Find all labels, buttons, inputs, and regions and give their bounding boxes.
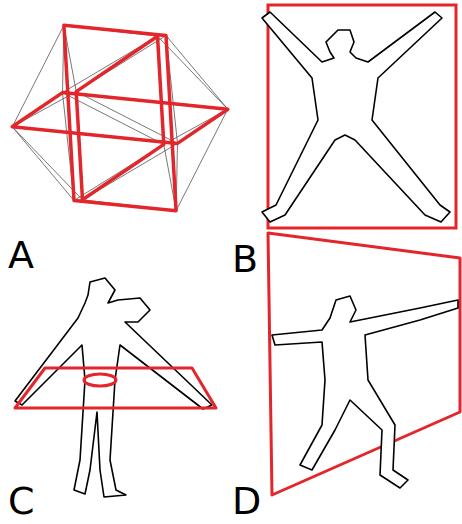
edge-stroke bbox=[176, 109, 228, 211]
figure-outline bbox=[272, 296, 458, 488]
golden-rectangle bbox=[64, 25, 176, 210]
panel-letter: B bbox=[232, 240, 258, 278]
panel-letter: C bbox=[8, 482, 35, 520]
panel-letter: A bbox=[8, 236, 34, 274]
golden-rectangle bbox=[12, 93, 228, 144]
figure-outline bbox=[262, 12, 450, 222]
figure-outline bbox=[15, 278, 212, 497]
waist-plane bbox=[15, 368, 216, 408]
edge-stroke bbox=[12, 25, 64, 127]
panel-letter: D bbox=[232, 482, 261, 520]
icosahedron bbox=[12, 25, 228, 210]
arm-plane bbox=[268, 233, 460, 495]
golden-rectangle bbox=[76, 36, 164, 200]
edge-stroke bbox=[12, 127, 74, 201]
waist-ring bbox=[84, 374, 116, 386]
edge-stroke bbox=[166, 36, 228, 110]
